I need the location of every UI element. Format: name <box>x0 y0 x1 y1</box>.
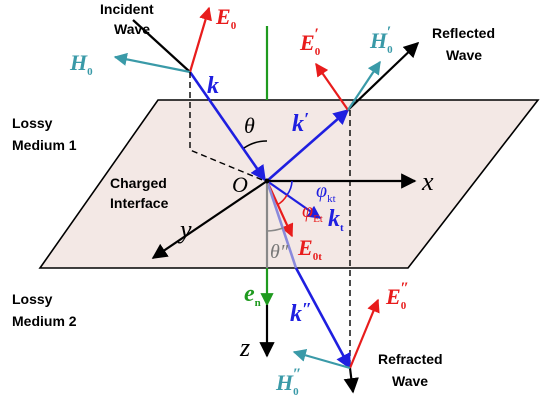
y-axis-label: y <box>177 215 192 244</box>
reflected-ray <box>347 41 420 111</box>
origin-point <box>264 178 270 184</box>
phi-Et-arc <box>276 194 288 206</box>
incident-k-vector <box>188 71 267 182</box>
origin-label: O <box>232 172 248 197</box>
E0p-label: E0′ <box>299 26 321 58</box>
kpp-label: k″ <box>290 299 312 327</box>
reflected-wave-label-2: Wave <box>446 47 482 63</box>
phi-Et-label: φEt <box>302 200 323 225</box>
incident-E-vector <box>188 6 212 73</box>
E0-label: E0 <box>215 4 237 32</box>
lossy-medium-2-label-1: Lossy <box>12 291 53 307</box>
refracted-wave-label-2: Wave <box>392 373 428 389</box>
en-label: en <box>244 281 261 309</box>
x-axis-label: x <box>421 167 434 196</box>
y-axis <box>151 180 268 259</box>
E0t-label: E0t <box>297 235 322 263</box>
k-label: k <box>207 73 219 99</box>
E0pp-label: E0″ <box>385 280 409 312</box>
z-axis-label: z <box>239 333 250 362</box>
lossy-medium-1-label-2: Medium 1 <box>12 137 77 153</box>
kt-vector <box>266 180 322 219</box>
theta-arc <box>243 140 268 149</box>
reflected-k-vector <box>266 108 350 182</box>
incident-projection <box>189 72 266 182</box>
refracted-k-segment-upper <box>265 180 298 269</box>
lossy-medium-1-label-1: Lossy <box>12 115 53 131</box>
incident-H-vector <box>113 52 191 74</box>
refracted-k-vector <box>294 267 352 370</box>
reflected-H-vector <box>347 60 381 111</box>
H0pp-label: H0″ <box>275 366 301 398</box>
H0p-label: H0′ <box>369 24 393 56</box>
phi-kt-arc <box>286 180 293 196</box>
theta-pp-label: θ″ <box>270 241 289 263</box>
reflected-wave-label-1: Reflected <box>432 25 495 41</box>
phi-kt-label: φkt <box>316 180 336 205</box>
charged-interface-label-1: Charged <box>110 175 167 191</box>
H0-label: H0 <box>69 50 93 78</box>
incident-ray <box>132 19 191 73</box>
incident-wave-label-1: Incident <box>100 1 154 17</box>
interface-plane <box>38 99 540 269</box>
kp-label: k′ <box>292 109 309 137</box>
theta-label: θ <box>244 113 255 138</box>
charged-interface-label-2: Interface <box>110 195 169 211</box>
refracted-H-vector <box>292 348 351 370</box>
reflected-E-vector <box>315 62 349 111</box>
refracted-ray <box>343 367 359 394</box>
refracted-E-vector <box>348 298 380 369</box>
lossy-medium-2-label-2: Medium 2 <box>12 313 77 329</box>
kt-label: kt <box>328 206 344 234</box>
incident-wave-label-2: Wave <box>114 21 150 37</box>
refracted-wave-label-1: Refracted <box>378 351 443 367</box>
